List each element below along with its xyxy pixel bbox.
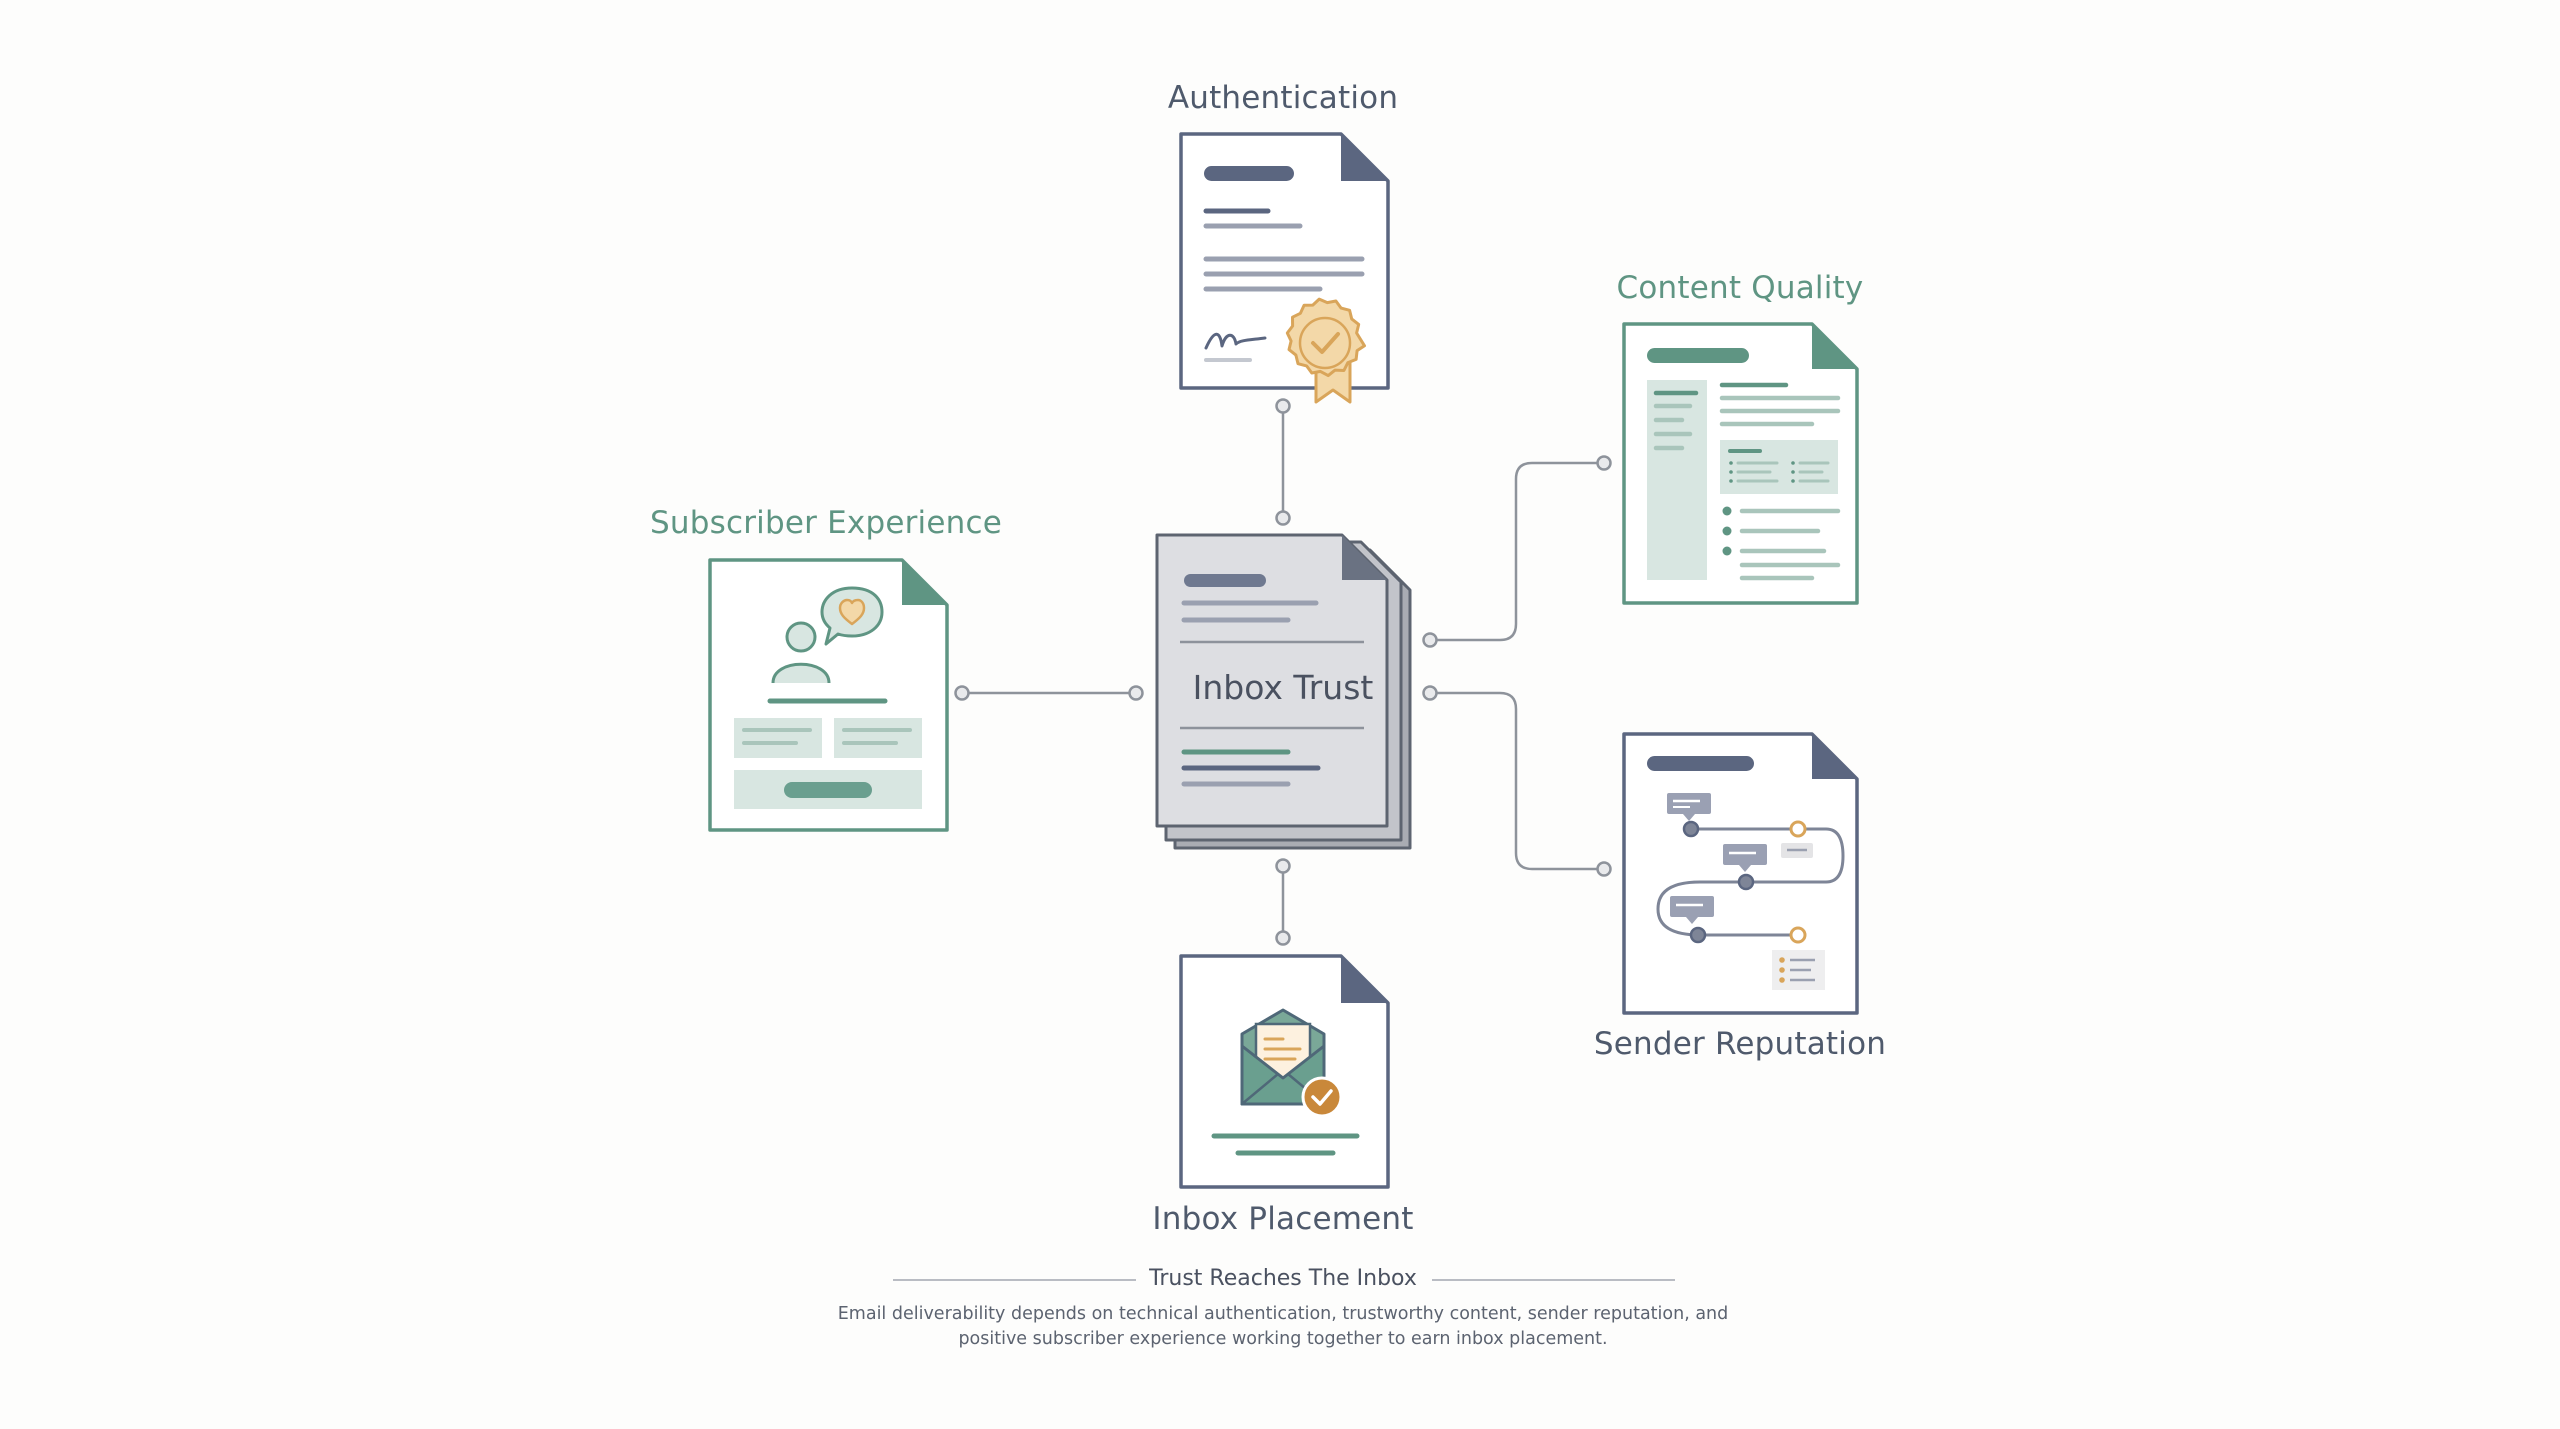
- person-heart-icon: [771, 586, 884, 684]
- connector-dot: [1596, 455, 1612, 471]
- connector-dot: [1422, 632, 1438, 648]
- node-label-sender-reputation: Sender Reputation: [1593, 1026, 1887, 1062]
- footer-title: Trust Reaches The Inbox: [1149, 1266, 1417, 1291]
- connector-dot: [1422, 685, 1438, 701]
- connector-dots: [954, 398, 1612, 946]
- connector-dot: [954, 685, 970, 701]
- connector-dot: [1275, 398, 1291, 414]
- footer-description: Email deliverability depends on technica…: [837, 1304, 1729, 1349]
- connector-dot: [1596, 861, 1612, 877]
- subscriber-experience-document: [708, 558, 949, 832]
- authentication-document: [1179, 132, 1390, 404]
- node-label-content-quality: Content Quality: [1616, 270, 1864, 306]
- inbox-placement-document: [1179, 954, 1390, 1189]
- connector-content-quality: [1430, 461, 1604, 642]
- envelope-check-icon: [1240, 1008, 1343, 1118]
- connector-dot: [1275, 858, 1291, 874]
- connectors: [962, 406, 1604, 938]
- connector-sender-reputation: [1430, 691, 1604, 871]
- inbox-trust-document-stack: [1155, 533, 1412, 850]
- timeline-route-icon: [1656, 793, 1845, 990]
- connector-dot: [1275, 510, 1291, 526]
- node-label-inbox-placement: Inbox Placement: [1152, 1201, 1414, 1237]
- signature-icon: [1204, 332, 1267, 350]
- center-node-label: Inbox Trust: [1192, 668, 1374, 707]
- content-quality-document: [1622, 322, 1859, 605]
- connector-dot: [1275, 930, 1291, 946]
- connector-dot: [1128, 685, 1144, 701]
- certificate-badge-icon: [1285, 297, 1366, 404]
- sender-reputation-document: [1622, 732, 1859, 1015]
- node-label-authentication: Authentication: [1167, 80, 1399, 116]
- node-label-subscriber-experience: Subscriber Experience: [650, 505, 1002, 541]
